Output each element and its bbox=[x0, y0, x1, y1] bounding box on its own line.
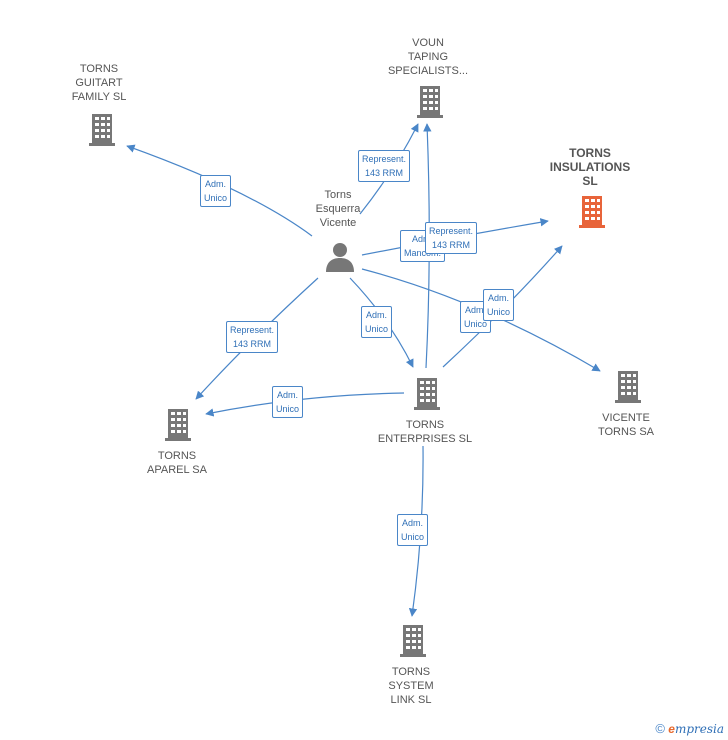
building-icon[interactable] bbox=[395, 623, 431, 659]
edge-label-system[interactable]: Adm. Unico bbox=[397, 514, 429, 546]
company-name-vicente[interactable]: VICENTE TORNS SA bbox=[597, 412, 655, 438]
edge-label-guitart[interactable]: Adm. Unico bbox=[200, 175, 232, 207]
footer-brand: © empresia bbox=[655, 721, 724, 736]
edge-label-enterprises[interactable]: Adm. Unico bbox=[361, 306, 393, 338]
company-name-guitart[interactable]: TORNS GUITART FAMILY SL bbox=[71, 63, 127, 103]
edge-label-enterprises-insulations[interactable]: Adm. Unico bbox=[483, 289, 515, 321]
person-icon[interactable] bbox=[322, 240, 358, 276]
copyright-symbol: © bbox=[655, 721, 665, 736]
edge-label-enterprises-aparel[interactable]: Adm. Unico bbox=[272, 386, 304, 418]
edge-label-aparel[interactable]: Represent. 143 RRM bbox=[226, 321, 279, 353]
edge-label-insulations[interactable]: Represent. 143 RRM bbox=[425, 222, 478, 254]
building-icon[interactable] bbox=[84, 112, 120, 148]
building-icon[interactable] bbox=[610, 369, 646, 405]
building-icon-highlight[interactable] bbox=[574, 194, 610, 230]
building-icon[interactable] bbox=[160, 407, 196, 443]
company-name-insulations[interactable]: TORNS INSULATIONS SL bbox=[549, 146, 631, 188]
company-name-voun[interactable]: VOUN TAPING SPECIALISTS... bbox=[387, 37, 469, 77]
building-icon[interactable] bbox=[412, 84, 448, 120]
edge-label-voun[interactable]: Represent. 143 RRM bbox=[358, 150, 411, 182]
company-name-aparel[interactable]: TORNS APAREL SA bbox=[147, 450, 207, 476]
edge-person-guitart bbox=[126, 144, 313, 237]
brand-initial: e bbox=[668, 722, 675, 736]
person-name[interactable]: Torns Esquerra Vicente bbox=[315, 189, 361, 229]
building-icon[interactable] bbox=[409, 376, 445, 412]
company-name-system[interactable]: TORNS SYSTEM LINK SL bbox=[388, 666, 434, 706]
company-name-enterprises[interactable]: TORNS ENTERPRISES SL bbox=[377, 419, 473, 445]
brand-name: mpresia bbox=[674, 722, 724, 736]
edge-enterprises-aparel bbox=[205, 392, 405, 417]
